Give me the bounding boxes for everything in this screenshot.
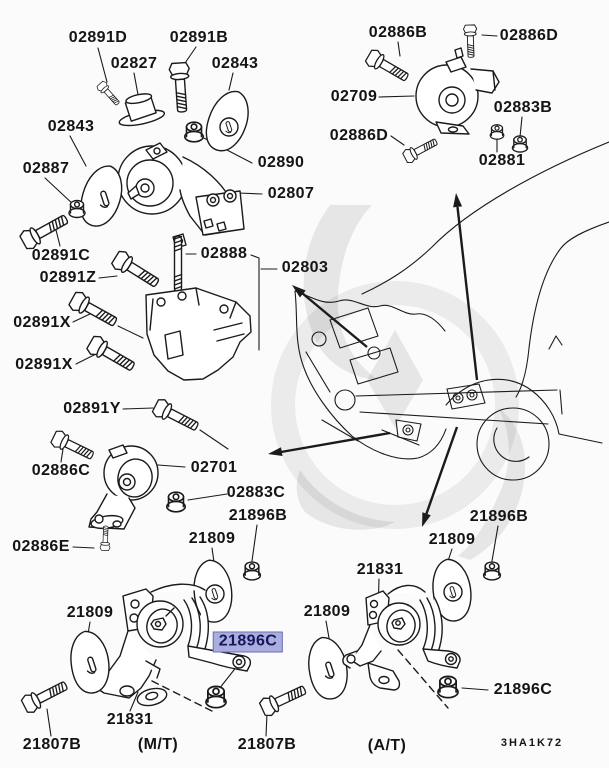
leader-lines bbox=[44, 34, 523, 737]
part-label-02891z: 02891Z bbox=[39, 269, 97, 286]
part-label-21807b-left: 21807B bbox=[22, 736, 82, 753]
mount-bracket-body-02803 bbox=[145, 287, 252, 381]
part-label-21809-bottom-left: 21809 bbox=[66, 604, 114, 621]
gasket-oval-21809-right-lower bbox=[302, 633, 354, 703]
drawing-code: 3HA1K72 bbox=[500, 737, 564, 749]
transmission-type-label-mt: (M/T) bbox=[137, 736, 179, 753]
nut-21896b-right bbox=[482, 561, 502, 581]
part-label-02883b: 02883B bbox=[493, 99, 553, 116]
transmission-type-label-at: (A/T) bbox=[367, 737, 407, 754]
front-wheel bbox=[476, 407, 550, 481]
part-label-02891x-lower: 02891X bbox=[15, 356, 73, 373]
gasket-oval-21809-upper bbox=[189, 557, 237, 626]
part-label-02827: 02827 bbox=[110, 55, 158, 72]
insulator-cap-02827 bbox=[118, 93, 166, 127]
part-label-02709: 02709 bbox=[330, 88, 378, 105]
bolt-02891d bbox=[95, 79, 123, 108]
front-engine-mount-assembly bbox=[17, 61, 256, 252]
nut-21896c-right bbox=[437, 675, 459, 699]
bolt-02891x-upper bbox=[66, 289, 121, 332]
front-roll-stopper-assembly bbox=[49, 428, 187, 552]
part-label-02843-top: 02843 bbox=[211, 55, 259, 72]
part-label-02807: 02807 bbox=[267, 185, 315, 202]
part-label-02701: 02701 bbox=[190, 459, 238, 476]
bolt-21807b-middle bbox=[257, 680, 310, 719]
part-label-02886d-lower: 02886D bbox=[329, 127, 389, 144]
part-label-02891d: 02891D bbox=[68, 29, 128, 46]
part-label-02891c: 02891C bbox=[31, 247, 91, 264]
bolt-02886b bbox=[363, 47, 412, 87]
part-label-02887: 02887 bbox=[22, 160, 70, 177]
stud-02888 bbox=[173, 235, 183, 293]
bolt-02891z bbox=[109, 248, 164, 293]
part-label-02886b: 02886B bbox=[368, 24, 428, 41]
bolt-02891b bbox=[168, 61, 193, 114]
bolt-02886e bbox=[99, 525, 112, 552]
engine-bay-detail bbox=[294, 290, 447, 460]
bolt-02891c bbox=[17, 209, 72, 252]
part-label-21896b-right: 21896B bbox=[469, 508, 529, 525]
part-label-21809-right-lower: 21809 bbox=[303, 603, 351, 620]
part-label-02881: 02881 bbox=[478, 152, 526, 169]
pointer-arrows bbox=[268, 193, 479, 527]
part-label-21896c-right: 21896C bbox=[493, 681, 553, 698]
bolt-02886d-lower bbox=[401, 134, 441, 165]
part-label-21831-left: 21831 bbox=[106, 711, 154, 728]
engine-mount-bracket-assembly bbox=[66, 235, 252, 436]
part-label-02803: 02803 bbox=[281, 259, 329, 276]
part-label-21809-right-upper: 21809 bbox=[428, 531, 476, 548]
part-label-21896b-left: 21896B bbox=[228, 507, 288, 524]
watermark bbox=[271, 205, 525, 560]
nut-02883c bbox=[165, 491, 187, 513]
bolt-02886c bbox=[49, 428, 97, 465]
roll-stopper-mount-body-02709 bbox=[415, 47, 500, 135]
transmission-mount-body-21831-at bbox=[342, 584, 461, 709]
part-label-21807b-middle: 21807B bbox=[237, 736, 297, 753]
car-body-outline bbox=[294, 141, 609, 481]
part-label-02886e: 02886E bbox=[12, 538, 70, 555]
nut-21896b-left bbox=[242, 561, 262, 581]
part-label-02883c: 02883C bbox=[226, 484, 286, 501]
transmission-mount-assembly-mt bbox=[19, 557, 310, 719]
nut-02883b bbox=[511, 135, 529, 153]
gasket-oval-02843-right bbox=[199, 84, 256, 157]
part-label-02890: 02890 bbox=[257, 154, 305, 171]
nut-02887 bbox=[68, 199, 86, 219]
transmission-mount-body-21831-mt bbox=[85, 583, 252, 712]
bolt-02886d-top bbox=[462, 24, 479, 59]
wheel-arch bbox=[445, 378, 603, 444]
engine-mount-body-02807 bbox=[117, 142, 245, 249]
part-label-02891y: 02891Y bbox=[63, 400, 121, 417]
part-label-02886d-top: 02886D bbox=[499, 27, 559, 44]
part-label-02843-left: 02843 bbox=[47, 118, 95, 135]
roll-stopper-mount-body-02701 bbox=[88, 444, 159, 530]
part-label-02891x-upper: 02891X bbox=[13, 314, 71, 331]
bolt-02891y bbox=[150, 396, 202, 436]
roll-stopper-assembly-upper bbox=[363, 24, 529, 165]
part-label-21896c-highlighted[interactable]: 21896C bbox=[212, 631, 284, 653]
gasket-oval-21809-right-upper bbox=[427, 555, 477, 625]
part-label-21831-right: 21831 bbox=[356, 561, 404, 578]
transmission-mount-assembly-at bbox=[302, 555, 502, 709]
nut-21896c-highlighted bbox=[205, 685, 227, 709]
bolt-02891x-lower bbox=[84, 333, 139, 377]
nut-02881 bbox=[489, 124, 505, 140]
part-label-02888: 02888 bbox=[200, 245, 248, 262]
part-label-02891b: 02891B bbox=[169, 29, 229, 46]
nut-02890 bbox=[183, 121, 205, 143]
part-label-02886c: 02886C bbox=[31, 462, 91, 479]
bolt-21807b-left bbox=[19, 676, 71, 716]
part-label-21809-mid-left: 21809 bbox=[188, 530, 236, 547]
